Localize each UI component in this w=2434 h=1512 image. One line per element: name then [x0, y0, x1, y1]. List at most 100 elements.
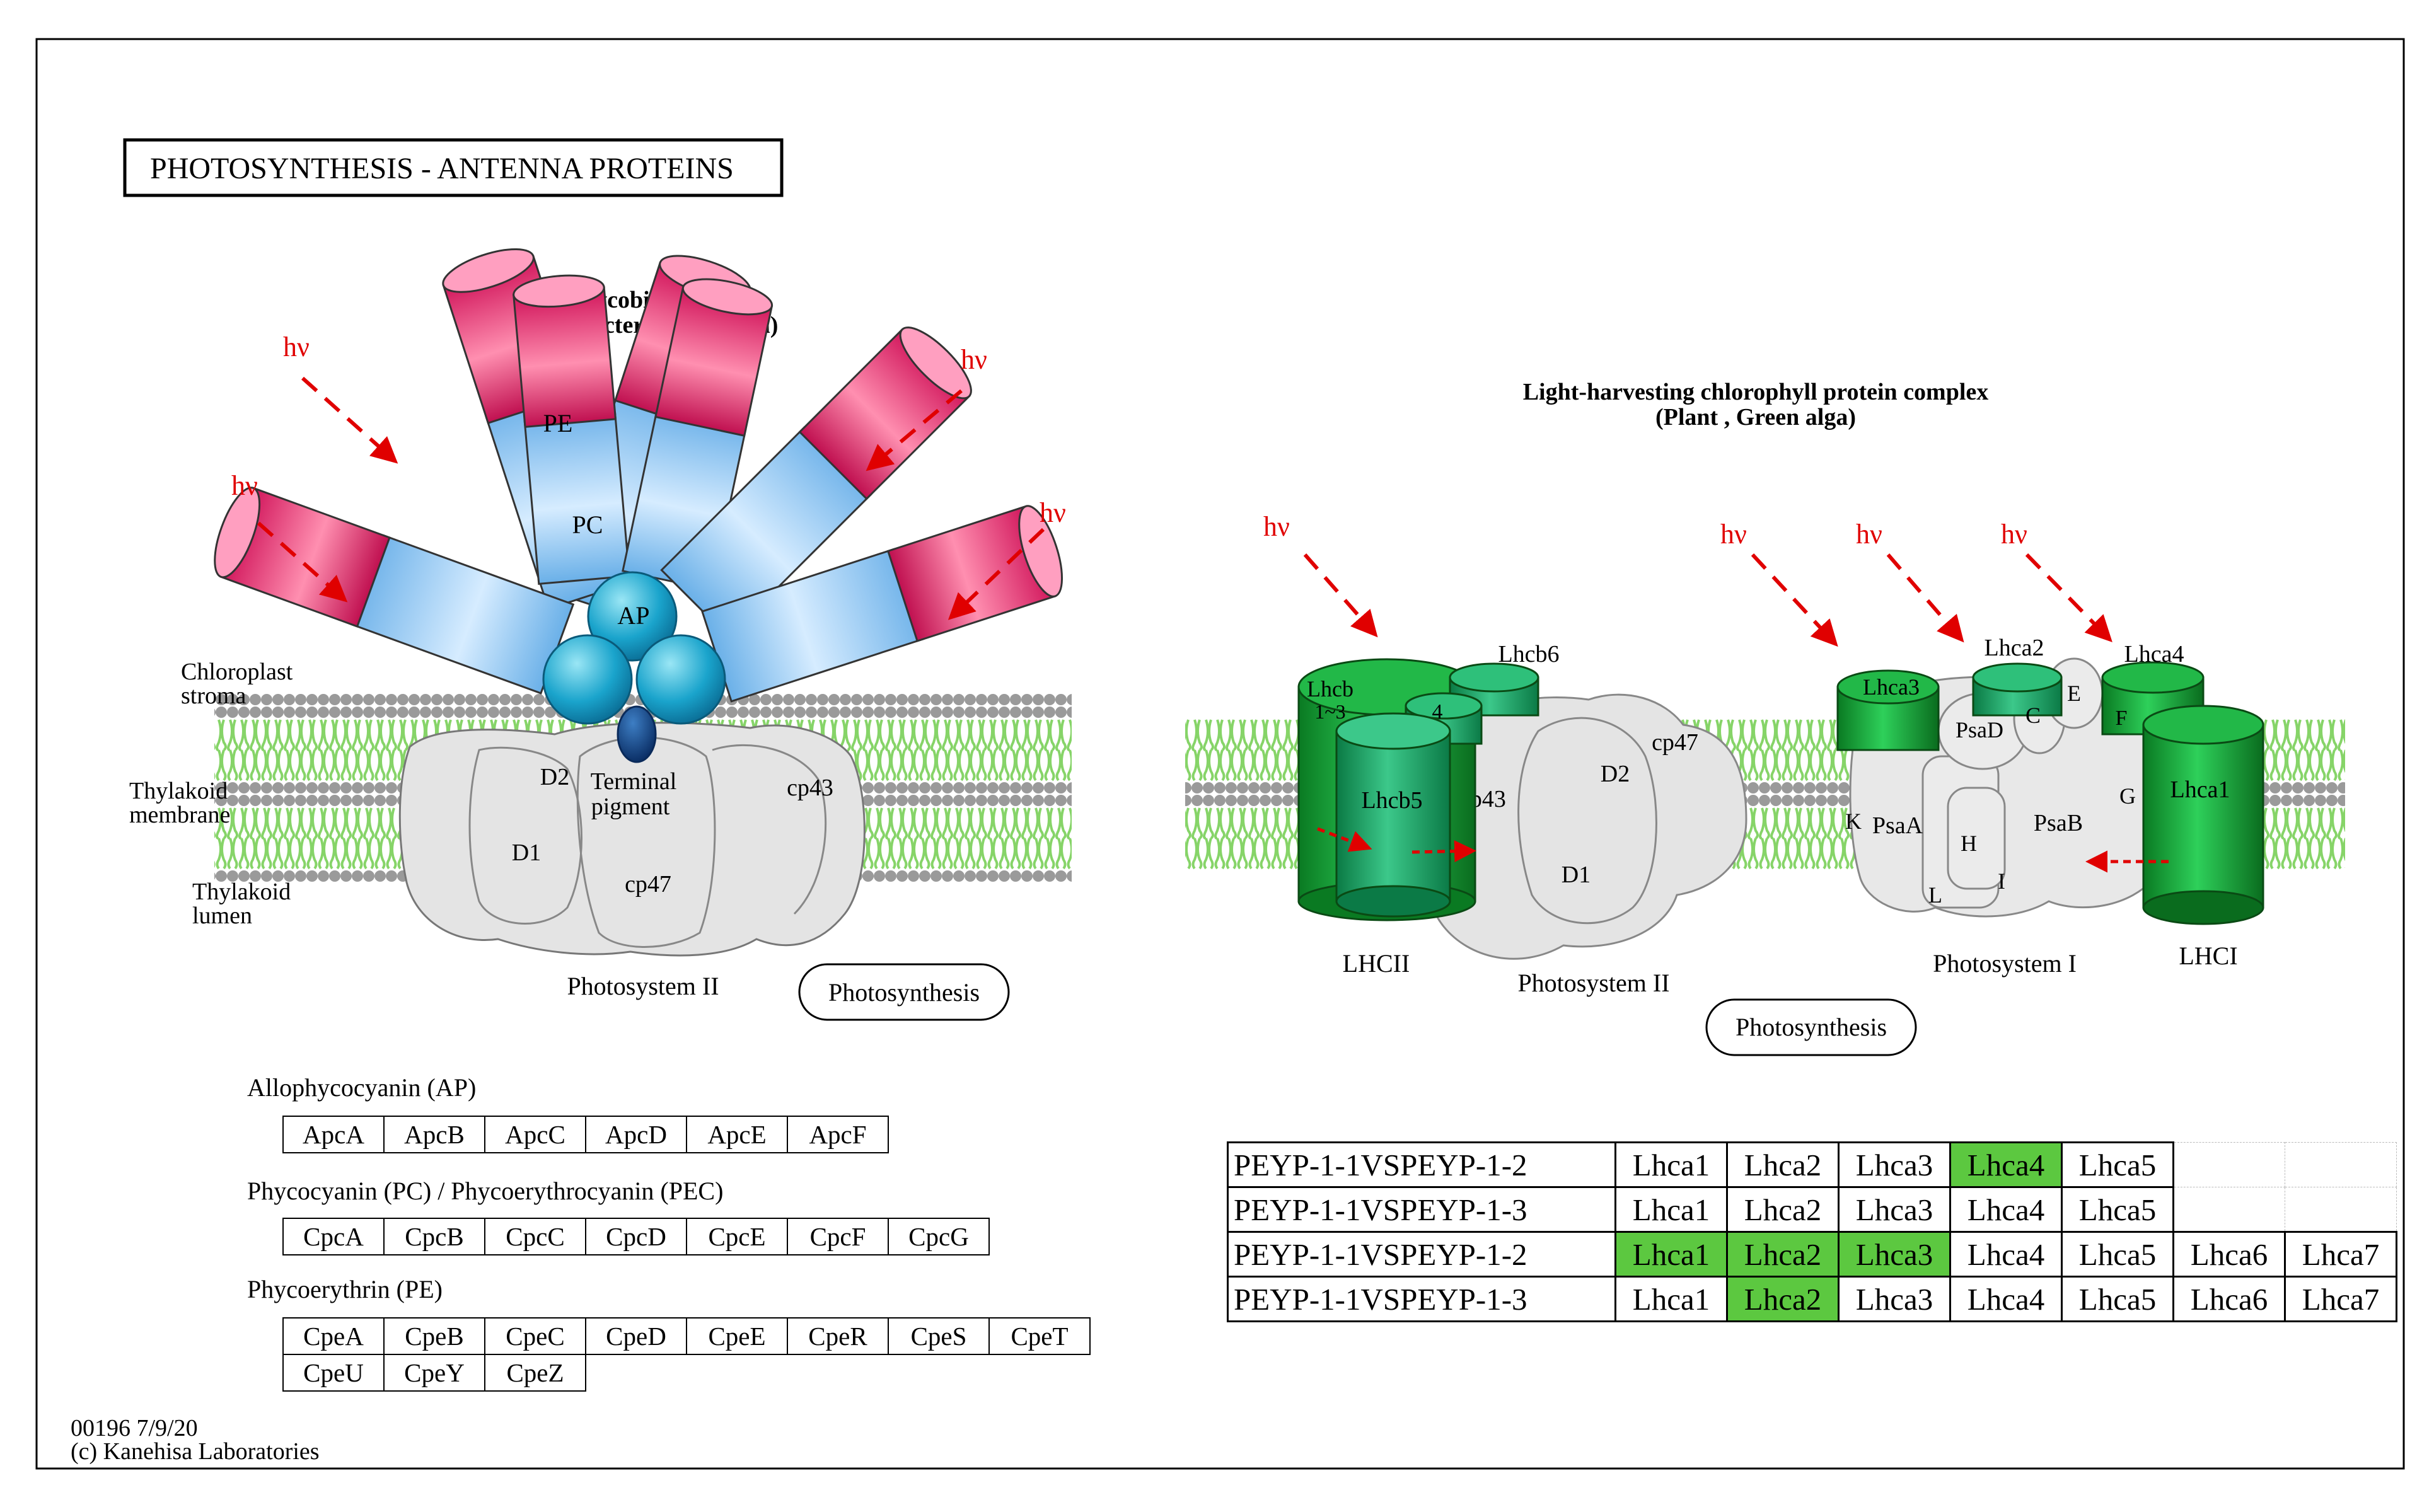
ap-core-left — [542, 634, 633, 725]
hv-label-8: hν — [2001, 519, 2027, 550]
hv-label-1: hν — [283, 332, 310, 362]
gene-cell[interactable]: Lhca5 — [2061, 1141, 2174, 1188]
gene-cell[interactable]: Lhca7 — [2284, 1276, 2397, 1322]
gene-cell[interactable]: CpeR — [787, 1317, 889, 1355]
photosynthesis-link-right[interactable]: Photosynthesis — [1705, 998, 1917, 1056]
gene-cell[interactable]: ApcE — [686, 1116, 788, 1153]
lhcb6-label: Lhcb6 — [1498, 641, 1559, 667]
gene-cell[interactable]: Lhca3 — [1838, 1231, 1951, 1278]
lhca2-cylinder — [1972, 662, 2063, 717]
pc-label: PC — [572, 511, 603, 539]
gene-cell[interactable]: ApcD — [585, 1116, 687, 1153]
gene-cell[interactable]: Lhca7 — [2284, 1231, 2397, 1278]
gene-cell[interactable]: ApcC — [484, 1116, 586, 1153]
gene-group-title-ap: Allophycocyanin (AP) — [247, 1073, 477, 1102]
psii-left-d2-label: D2 — [540, 764, 569, 790]
gene-cell[interactable]: CpcF — [787, 1218, 889, 1255]
psaD-label: PsaD — [1956, 717, 2003, 742]
psii-left-cp47-label: cp47 — [625, 871, 671, 897]
psii-right-d1-label: D1 — [1562, 862, 1591, 888]
gene-cell[interactable]: CpcA — [282, 1218, 385, 1255]
terminal-pigment-label-1: Terminal — [591, 768, 677, 795]
psi-h-region — [1947, 787, 2006, 890]
photosystem-ii-left-label: Photosystem II — [567, 972, 719, 1000]
photosystem-ii-right-label: Photosystem II — [1517, 969, 1669, 997]
gene-cell[interactable]: CpeY — [383, 1354, 485, 1392]
hv-label-2: hν — [231, 470, 258, 501]
lhcb4-label: 4 — [1432, 700, 1443, 724]
gene-cell[interactable]: ApcF — [787, 1116, 889, 1153]
gene-cell[interactable]: Lhca5 — [2061, 1186, 2174, 1233]
gene-cell[interactable]: CpcE — [686, 1218, 788, 1255]
hv-label-4: hν — [1040, 497, 1066, 528]
empty-cell — [2173, 1187, 2285, 1232]
lhc-subtitle: (Plant , Green alga) — [1655, 404, 1856, 430]
gene-cell[interactable]: CpeD — [585, 1317, 687, 1355]
lhcb5-cylinder — [1335, 712, 1451, 918]
gene-cell[interactable]: CpeU — [282, 1354, 385, 1392]
gene-cell[interactable]: Lhca3 — [1838, 1141, 1951, 1188]
empty-cell — [2285, 1187, 2397, 1232]
gene-group-title-pc: Phycocyanin (PC) / Phycoerythrocyanin (P… — [247, 1177, 724, 1205]
empty-cell — [2173, 1142, 2285, 1187]
gene-cell[interactable]: Lhca5 — [2061, 1231, 2174, 1278]
ap-core-right — [635, 634, 726, 725]
gene-cell[interactable]: CpeB — [383, 1317, 485, 1355]
psi-g-label: G — [2119, 783, 2136, 809]
gene-cell[interactable]: CpeT — [988, 1317, 1091, 1355]
lhc-title: Light-harvesting chlorophyll protein com… — [1523, 379, 1989, 405]
ap-core-top — [587, 571, 678, 662]
psii-left-cp43-label: cp43 — [787, 775, 833, 801]
gene-cell[interactable]: CpcB — [383, 1218, 485, 1255]
gene-cell[interactable]: Lhca3 — [1838, 1276, 1951, 1322]
lhcb1-3-label-2: 1~3 — [1314, 700, 1345, 723]
psi-h-label: H — [1961, 831, 1977, 856]
comparison-label: PEYP-1-1VSPEYP-1-3 — [1227, 1276, 1616, 1322]
psii-right-d2-label: D2 — [1601, 761, 1630, 787]
chloroplast-stroma-label-2: stroma — [181, 683, 246, 709]
gene-cell[interactable]: CpeZ — [484, 1354, 586, 1392]
gene-cell[interactable]: CpcG — [888, 1218, 990, 1255]
gene-cell[interactable]: Lhca2 — [1726, 1141, 1840, 1188]
gene-cell[interactable]: Lhca1 — [1614, 1276, 1728, 1322]
svg-text:Photosynthesis: Photosynthesis — [828, 978, 980, 1007]
gene-cell[interactable]: Lhca6 — [2172, 1231, 2286, 1278]
gene-cell[interactable]: CpeA — [282, 1317, 385, 1355]
gene-cell[interactable]: Lhca4 — [1949, 1276, 2063, 1322]
psi-e-label: E — [2067, 681, 2081, 706]
gene-cell[interactable]: Lhca3 — [1838, 1186, 1951, 1233]
psi-i-label: I — [1998, 869, 2005, 894]
chloroplast-stroma-label-1: Chloroplast — [181, 659, 293, 685]
gene-cell[interactable]: ApcA — [282, 1116, 385, 1153]
psaB-label: PsaB — [2034, 810, 2083, 836]
lhca1-cylinder — [2142, 705, 2264, 925]
gene-cell[interactable]: Lhca1 — [1614, 1231, 1728, 1278]
gene-cell[interactable]: CpeS — [888, 1317, 990, 1355]
gene-cell[interactable]: Lhca2 — [1726, 1231, 1840, 1278]
gene-cell[interactable]: Lhca5 — [2061, 1276, 2174, 1322]
gene-cell[interactable]: CpeE — [686, 1317, 788, 1355]
thylakoid-lumen-label-2: lumen — [192, 903, 252, 929]
gene-cell[interactable]: Lhca1 — [1614, 1141, 1728, 1188]
gene-cell[interactable]: ApcB — [383, 1116, 485, 1153]
psi-k-label: K — [1845, 809, 1862, 834]
gene-cell[interactable]: CpcC — [484, 1218, 586, 1255]
gene-cell[interactable]: Lhca4 — [1949, 1186, 2063, 1233]
gene-cell[interactable]: CpcD — [585, 1218, 687, 1255]
gene-cell[interactable]: Lhca2 — [1726, 1276, 1840, 1322]
photosynthesis-link-left[interactable]: Photosynthesis — [798, 963, 1010, 1021]
gene-cell[interactable]: Lhca4 — [1949, 1141, 2063, 1188]
hv-label-3: hν — [961, 344, 987, 375]
gene-cell[interactable]: Lhca4 — [1949, 1231, 2063, 1278]
psi-l-label: L — [1928, 882, 1942, 908]
gene-cell[interactable]: Lhca2 — [1726, 1186, 1840, 1233]
gene-cell[interactable]: CpeC — [484, 1317, 586, 1355]
gene-cell[interactable]: Lhca1 — [1614, 1186, 1728, 1233]
terminal-pigment-label-2: pigment — [591, 794, 670, 820]
light-arrows-left — [257, 376, 1045, 620]
gene-cell[interactable]: Lhca6 — [2172, 1276, 2286, 1322]
